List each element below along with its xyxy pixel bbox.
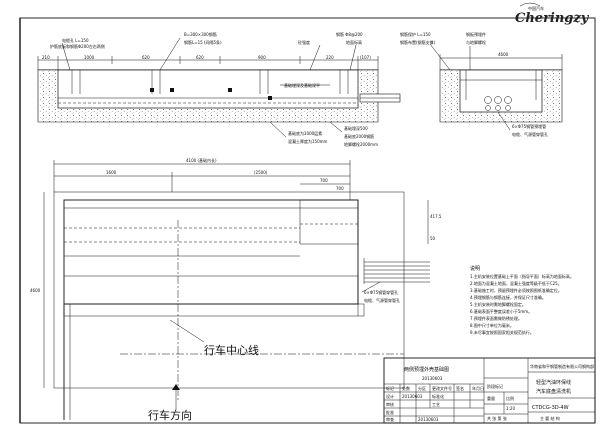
process-label: 工艺 (432, 402, 440, 407)
callout-label: 钢筋保护 L=150 (400, 31, 431, 37)
design-no: 20130603 (402, 394, 423, 399)
drawing-name-1: 轻型汽油环保线 (536, 379, 571, 386)
notes-block: 说明 1.主机安装位置基础上平面（指导平面）标高为地面标高。 2.地面为混凝土地… (470, 265, 574, 335)
callout-label: 钢筋布置(钢筋支撑) (400, 39, 436, 45)
note-item: 2.地面为混凝土地面，混凝土强度等级不低于C25。 (470, 280, 562, 286)
note-item: 8.图中尺寸单位为毫米。 (470, 322, 514, 328)
company-name: 华南省和平钢管制造有限公司钢构部 (530, 363, 594, 369)
dim-label: 1600 (106, 170, 117, 175)
dim-label: 620 (142, 55, 150, 60)
callout-label: 基础底为1000层素 (288, 130, 322, 136)
section-top-right: 4600 钢筋保护 L=150 钢筋布置(钢筋支撑) 钢板预埋件 与地脚螺栓 6… (400, 31, 563, 137)
notes-title: 说明 (470, 265, 480, 272)
pipe-holes (484, 96, 512, 111)
sheets-label: 共 张 第 张 (487, 415, 507, 421)
weight-label: 重量 (487, 395, 495, 401)
callout-label: 6×Φ75钢管穿管孔 (364, 289, 398, 295)
centerline-label: 行车中心线 (204, 343, 259, 357)
dim-label: (107) (360, 55, 371, 60)
callout-label: 与地脚螺栓 (466, 39, 486, 45)
pipe-cluster (363, 258, 430, 284)
note-item: 9.未尽事宜按照国家相关规范执行。 (470, 329, 534, 335)
ratio-label: 比例 (506, 395, 514, 401)
drawing-number: CTDCG-3D-4W (532, 405, 569, 411)
note-item: 3.基础施工时，预留预埋件必须按照图纸准确定位。 (470, 287, 562, 293)
row-label: 年月日 (472, 385, 484, 391)
note-item: 4.预埋钢筋与钢筋连接，并保证尺寸准确。 (470, 294, 546, 300)
callout-label: 地面标高 (346, 39, 362, 45)
doc-title: 两侧预埋外壳基础图 (404, 366, 449, 373)
review-label: 审查 (386, 416, 394, 422)
dim-label: 1000 (84, 55, 95, 60)
main-structure-label: 主 要 结 构 (540, 415, 560, 421)
review-date: 20130603 (418, 417, 439, 422)
row-label: 标记 (386, 385, 394, 391)
brand-logo: 中国汽车 Cheringzy (515, 2, 590, 26)
callout-label: 基础埋深500 (344, 125, 368, 131)
dim-label: 417.5 (430, 214, 442, 219)
dim-label: 700 (336, 186, 344, 191)
title-block: 两侧预埋外壳基础图 20130603 标记 处数 分区 更改文件号 签名 年月日… (383, 357, 596, 424)
callout-label: 电缆孔 L=150 (62, 37, 89, 43)
drawing-name-2: 汽车底盘清洗机 (536, 388, 571, 395)
row-label: 分区 (418, 385, 426, 391)
note-item: 5.主机安装时需地脚螺栓固定。 (470, 301, 526, 307)
plan-view: 4100 (基础内长) 1600 (2500) 700 700 4600 417… (30, 157, 442, 422)
svg-text:Cheringzy: Cheringzy (515, 11, 590, 26)
svg-text:中国汽车: 中国汽车 (528, 5, 544, 11)
date-code: 20130603 (422, 376, 443, 381)
dim-label: 220 (326, 55, 334, 60)
callout-label: 电缆、气源管穿管孔 (512, 131, 548, 137)
callout-label: 砼强度 (298, 39, 310, 45)
direction-label: 行车方向 (148, 408, 192, 422)
note-item: 1.主机安装位置基础上平面（指导平面）标高为地面标高。 (470, 273, 574, 279)
design-label: 设计 (386, 393, 394, 399)
callout-label: 地脚螺栓2000mm (344, 141, 378, 147)
callout-label: 混凝土厚度为150mm (288, 138, 328, 144)
note-item: 7.预埋件表面需做防锈处理。 (470, 315, 522, 321)
standard-label: 标准化 (432, 393, 444, 399)
stage-label: 阶段标记 (487, 383, 503, 389)
callout-label: 6×Φ75钢管预埋管 (512, 123, 546, 129)
callout-label: B=300×300钢筋 (184, 31, 217, 37)
dim-label: 50 (430, 236, 436, 241)
callout-label: 基础底2000钢筋 (344, 133, 374, 139)
dim-label: (2500) (254, 170, 268, 175)
callout-label: 钢筋L=15 (间隔5条) (184, 39, 222, 45)
row-label: 更改文件号 (432, 385, 452, 391)
dim-label: 700 (320, 178, 328, 183)
dim-label: 620 (196, 55, 204, 60)
row-label: 签名 (456, 385, 464, 391)
dim-label: 4600 (498, 52, 509, 57)
scale-value: 1:20 (506, 406, 515, 411)
dim-label: 4600 (30, 288, 41, 293)
callout-label: 钢板预埋件 (466, 31, 486, 37)
dim-label: 210 (42, 55, 50, 60)
row-label: 处数 (402, 385, 410, 391)
note-item: 6.基础表面平整度误差小于5mm。 (470, 308, 532, 314)
dim-label: 4100 (基础内长) (186, 157, 217, 163)
section-top-left: 210 1000 620 620 900 220 (107) 电缆孔 L=150… (37, 31, 401, 147)
callout-label: 护筋底板和钢筋Φ200左右两侧 (50, 43, 105, 49)
dim-label: 900 (258, 55, 266, 60)
check-label: 审核 (386, 401, 394, 407)
approve-label: 批准 (386, 409, 394, 415)
callout-label: 钢筋 Φ8@200 (336, 31, 363, 37)
callout-label: 电缆、气源管穿管孔 (364, 297, 400, 303)
